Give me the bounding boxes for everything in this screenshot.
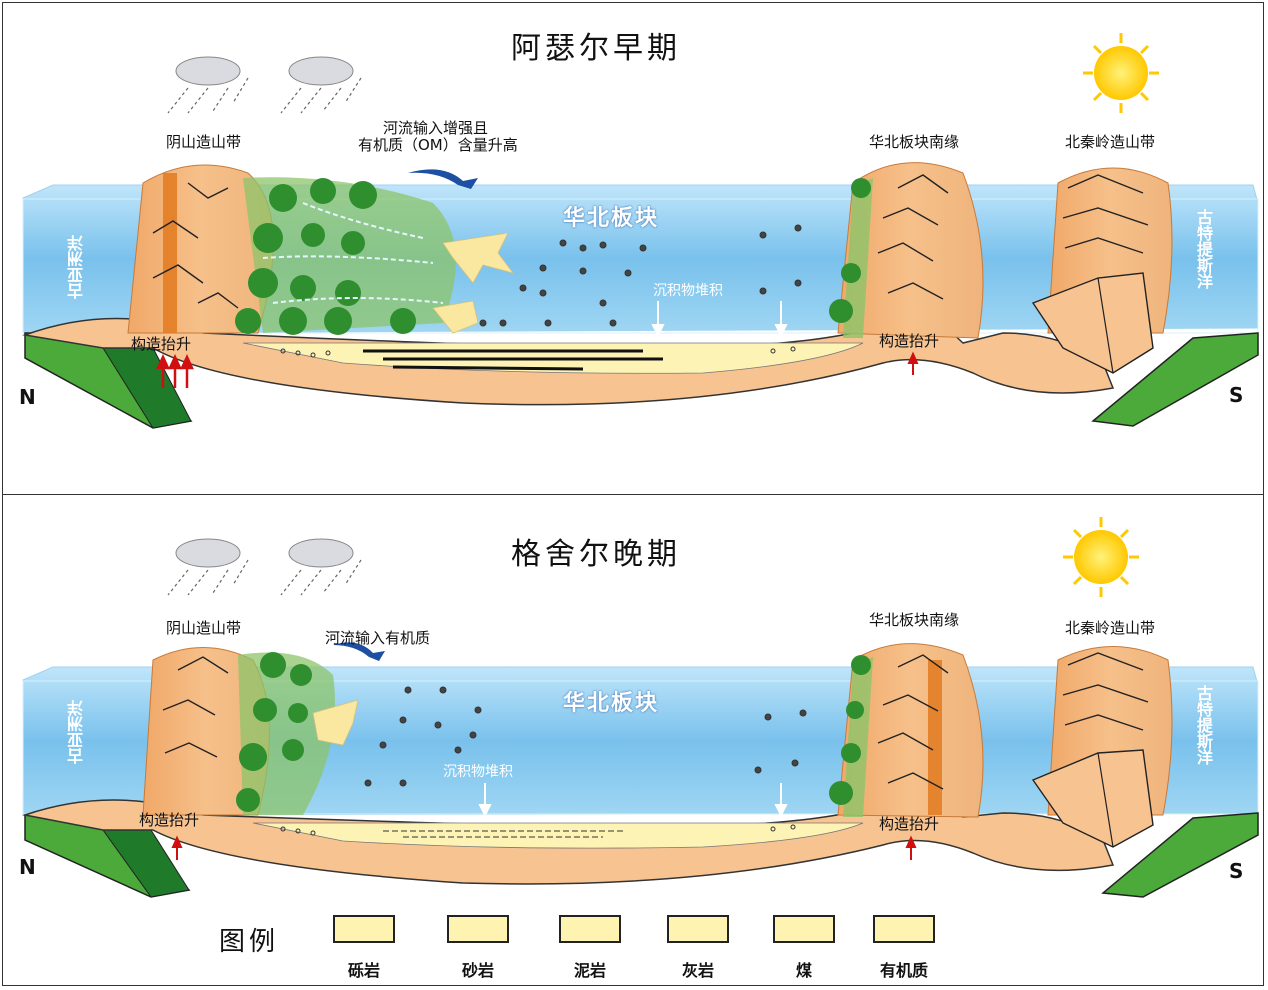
label-plate: 华北板块	[563, 206, 660, 231]
panel-early-asselian: 阿瑟尔早期 阴山造山带 河流输入增强且 有机质（OM）含量升高 华北板块南缘 北…	[2, 2, 1264, 496]
label-yinshan: 阴山造山带	[166, 133, 242, 151]
label-qinling: 北秦岭造山带	[1065, 619, 1156, 637]
top-scene-svg	[22, 33, 1259, 429]
bottom-scene-svg	[22, 517, 1259, 939]
gravel-dots	[280, 824, 796, 836]
label-uplift-left: 构造抬升	[131, 335, 192, 353]
legend-title: 图例	[219, 927, 280, 957]
label-paleo-tethys: 古特提斯洋	[1194, 209, 1213, 289]
north-china-margin-mountain	[837, 643, 984, 818]
slab-south	[1101, 812, 1259, 898]
label-north: N	[19, 855, 36, 879]
label-paleo-asian: 古亚洲洋	[67, 235, 86, 299]
legend-label: 煤	[795, 961, 812, 980]
uplift-arrow-right	[905, 835, 917, 860]
rivers-top	[262, 202, 444, 304]
legend-label: 灰岩	[681, 961, 714, 980]
legend-label: 砂岩	[461, 961, 494, 980]
legend-label: 泥岩	[573, 961, 606, 980]
uplift-arrows-left	[156, 353, 194, 388]
label-river-line1: 河流输入增强且	[383, 119, 489, 137]
label-south: S	[1229, 383, 1244, 407]
label-qinling: 北秦岭造山带	[1065, 133, 1156, 151]
cloud-icon	[167, 56, 362, 114]
legend-swatch-limestone	[667, 915, 729, 943]
label-south: S	[1229, 859, 1244, 883]
uplift-arrow-right	[907, 351, 919, 375]
gravel-dots	[280, 346, 796, 358]
label-sedimentation: 沉积物堆积	[653, 283, 723, 299]
legend-swatch-mudstone	[559, 915, 621, 943]
label-uplift-right: 构造抬升	[879, 332, 940, 350]
sedimentation-arrows	[478, 783, 788, 818]
sun-icon	[1063, 517, 1139, 597]
organic-matter-bottom	[364, 686, 807, 787]
panel-title: 阿瑟尔早期	[511, 31, 681, 66]
label-north: N	[19, 385, 36, 409]
label-paleo-tethys: 古特提斯洋	[1194, 685, 1213, 765]
organic-matter-top	[479, 224, 802, 327]
label-paleo-asian: 古亚洲洋	[67, 700, 86, 764]
delta-fans	[312, 699, 359, 746]
slab-south	[1091, 332, 1259, 427]
uplift-arrow-left	[171, 835, 183, 860]
river-input-arrow	[408, 169, 478, 189]
legend-swatch-coal	[773, 915, 835, 943]
label-uplift-right: 构造抬升	[879, 815, 940, 833]
sediment-basin	[252, 822, 864, 849]
river-input-arrow	[333, 642, 385, 661]
label-north-margin: 华北板块南缘	[869, 133, 960, 151]
trees-top	[235, 178, 416, 335]
label-north-margin: 华北板块南缘	[869, 611, 960, 629]
label-plate: 华北板块	[563, 691, 660, 716]
legend-swatch-organic	[873, 915, 935, 943]
label-river: 河流输入有机质	[325, 629, 431, 647]
legend-swatch-gravel	[333, 915, 395, 943]
label-uplift-left: 构造抬升	[139, 811, 200, 829]
trees-bottom	[236, 652, 312, 812]
label-river-line2: 有机质（OM）含量升高	[358, 136, 518, 154]
label-yinshan: 阴山造山带	[166, 619, 242, 637]
panel-late-gzhelian: 格舍尔晚期 阴山造山带 河流输入有机质 华北板块南缘 北秦岭造山带 华北板块 古…	[2, 494, 1264, 986]
coal-beds	[363, 349, 663, 371]
cloud-icon	[167, 538, 362, 596]
sedimentation-arrows	[651, 301, 788, 338]
legend-label: 有机质	[879, 961, 928, 980]
north-china-margin-mountain	[837, 162, 984, 339]
mudstone-lines	[383, 830, 623, 838]
delta-plain	[238, 652, 335, 815]
sun-icon	[1083, 33, 1159, 113]
delta-fans	[432, 232, 515, 334]
panel-title: 格舍尔晚期	[511, 537, 681, 572]
legend-label: 砾岩	[347, 961, 380, 980]
legend-patterns	[345, 919, 928, 939]
legend-swatch-sandstone	[447, 915, 509, 943]
label-sedimentation: 沉积物堆积	[443, 764, 513, 780]
